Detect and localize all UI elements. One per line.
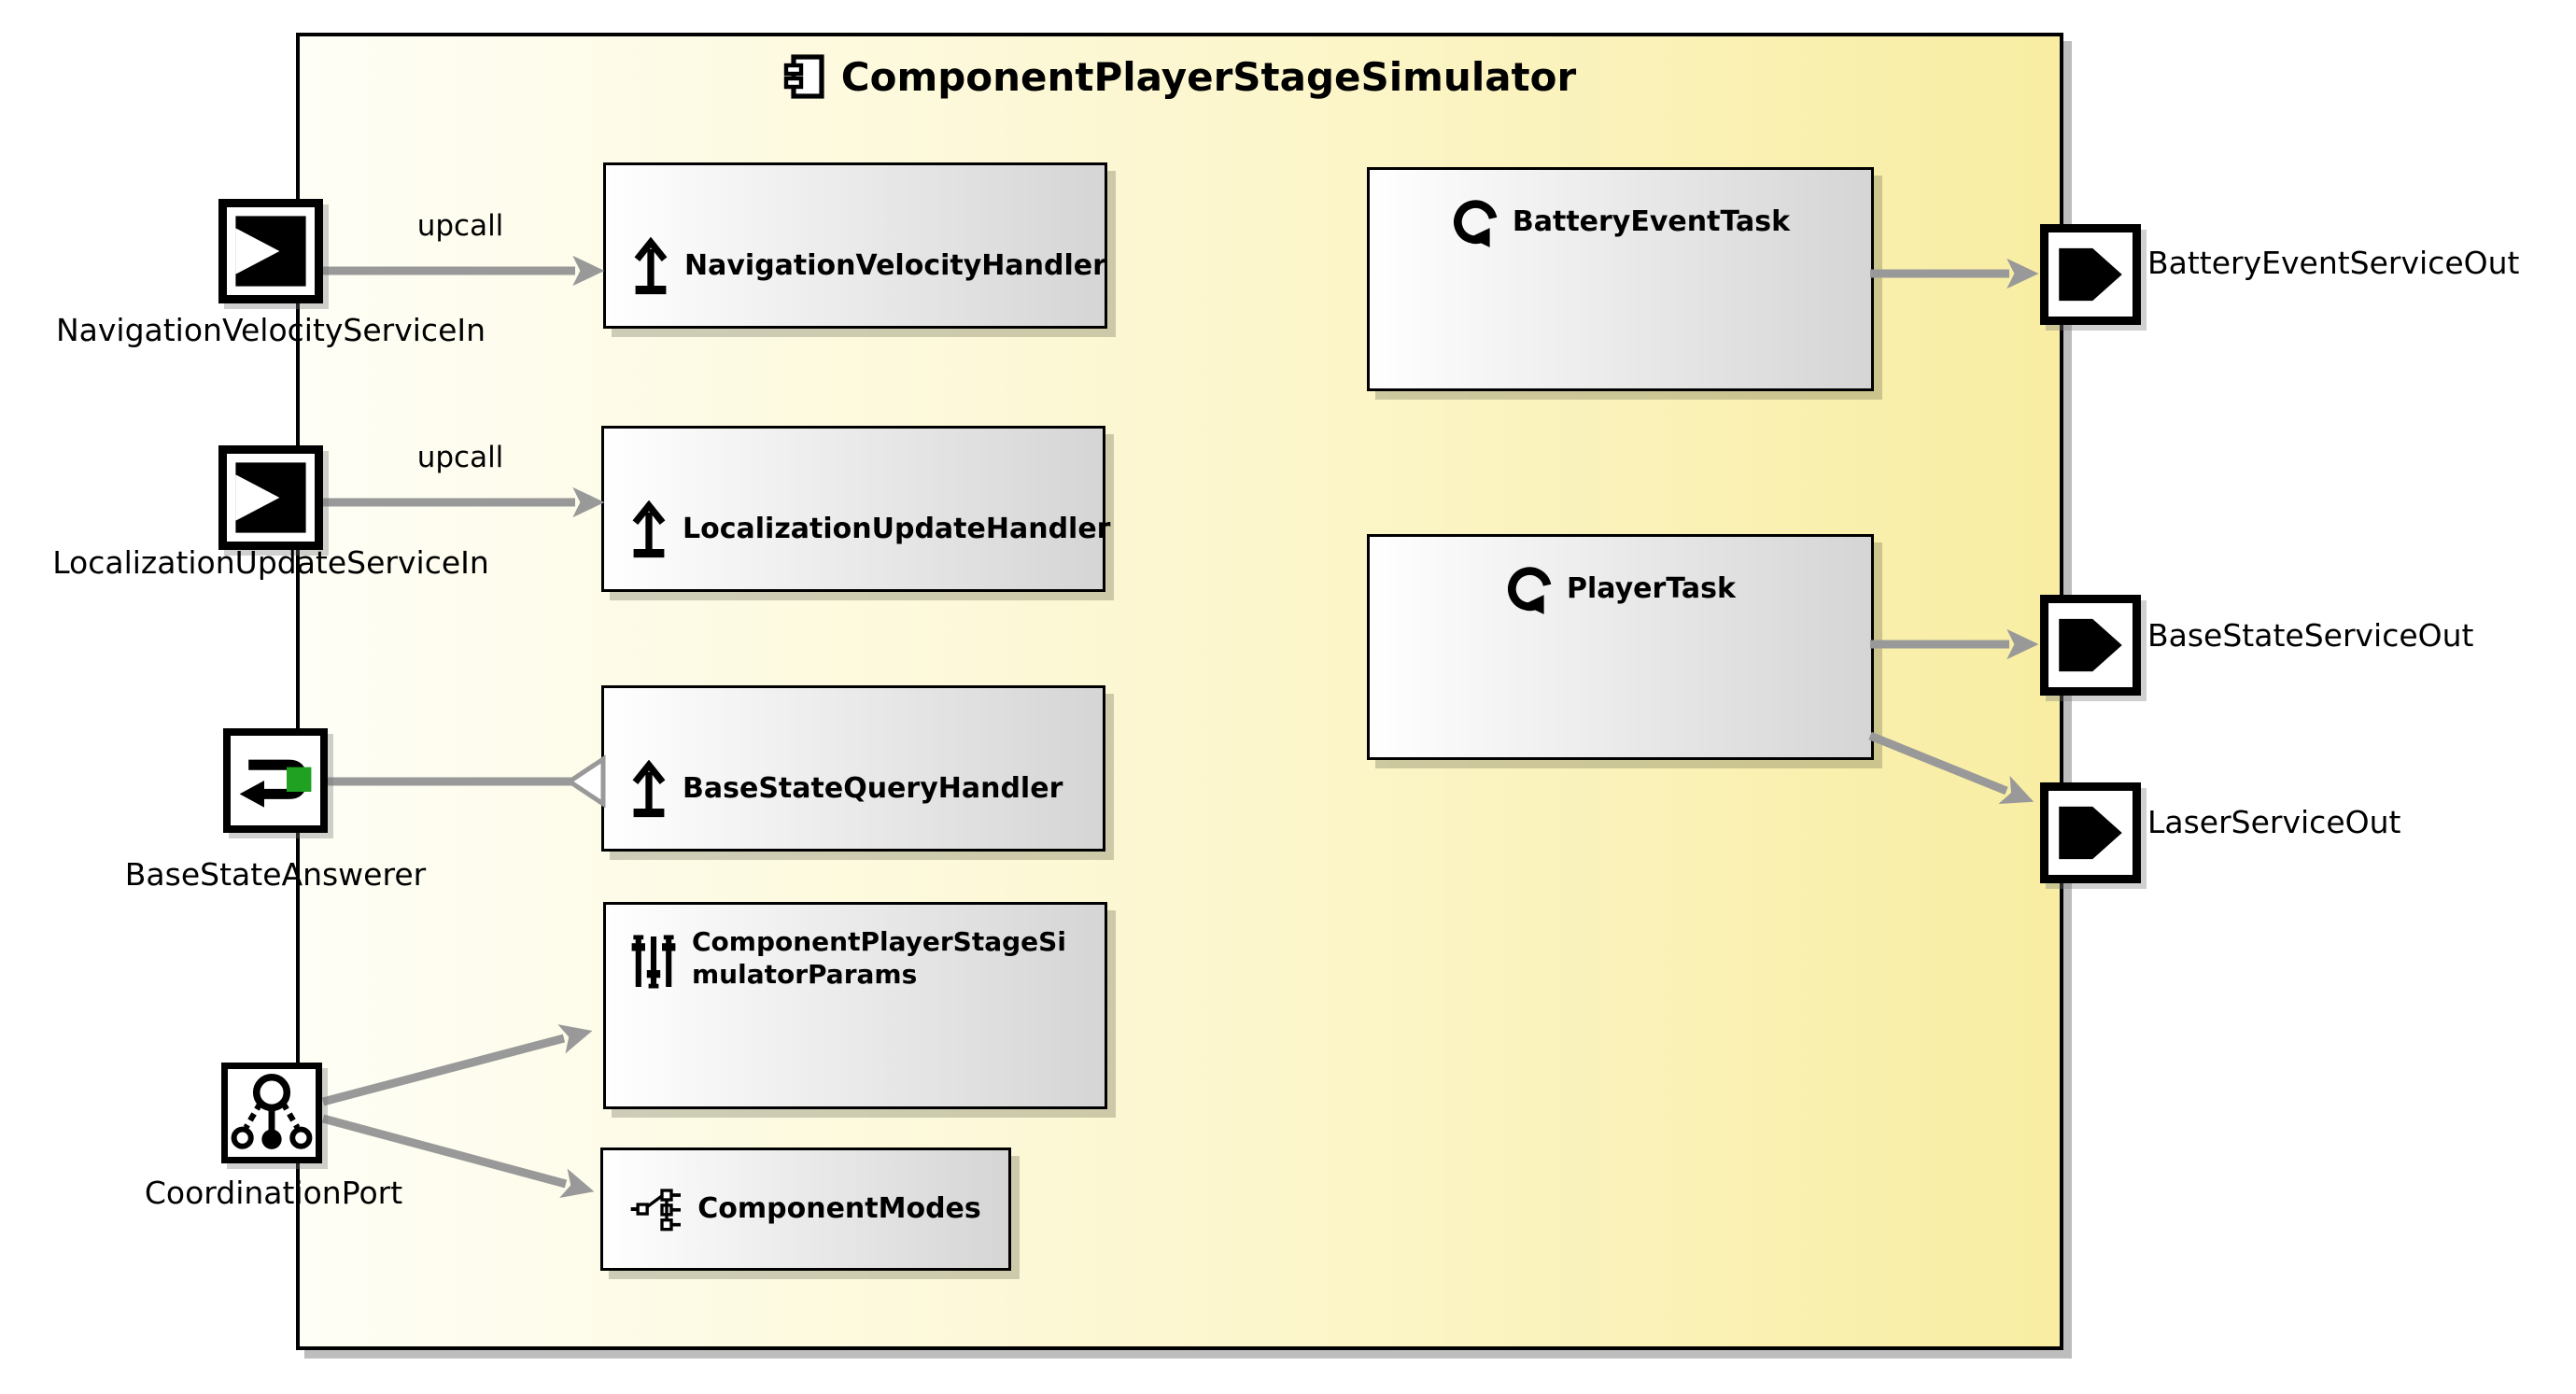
port-navigation-velocity-service-in[interactable] (218, 199, 323, 303)
port-base-state-answerer[interactable] (223, 728, 328, 833)
sliders-icon (631, 935, 676, 989)
handler-box-localization-update[interactable]: LocalizationUpdateHandler (601, 426, 1110, 592)
port-label: LocalizationUpdateServiceIn (52, 544, 489, 581)
port-label: LaserServiceOut (2147, 804, 2401, 840)
upcall-arrow-icon (634, 237, 668, 295)
output-port-icon (2059, 618, 2122, 672)
params-label: ComponentPlayerStageSimulatorParams (692, 926, 1066, 990)
component-boundary[interactable]: ComponentPlayerStageSimulator Navigation… (296, 33, 2063, 1350)
port-label: BaseStateServiceOut (2147, 617, 2474, 654)
modes-icon (630, 1189, 682, 1232)
task-box-player[interactable]: PlayerTask (1367, 534, 1874, 760)
handler-label: NavigationVelocityHandler (684, 249, 1106, 283)
modes-label: ComponentModes (697, 1192, 981, 1226)
connector-label-upcall: upcall (416, 209, 504, 243)
component-title-text: ComponentPlayerStageSimulator (840, 53, 1577, 100)
handler-box-navigation-velocity[interactable]: NavigationVelocityHandler (603, 162, 1107, 329)
port-base-state-service-out[interactable] (2040, 595, 2141, 696)
port-laser-service-out[interactable] (2040, 782, 2141, 883)
uml-component-icon (783, 54, 824, 99)
port-coordination[interactable] (221, 1063, 322, 1163)
port-label: CoordinationPort (144, 1175, 403, 1211)
handler-box-base-state-query[interactable]: BaseStateQueryHandler (601, 685, 1105, 852)
handler-label: LocalizationUpdateHandler (683, 513, 1111, 546)
port-label: BatteryEventServiceOut (2147, 245, 2520, 281)
component-title: ComponentPlayerStageSimulator (300, 53, 2060, 100)
port-localization-update-service-in[interactable] (218, 445, 323, 550)
task-box-battery-event[interactable]: BatteryEventTask (1367, 167, 1874, 391)
upcall-arrow-icon (632, 500, 666, 558)
output-port-icon (2059, 806, 2122, 860)
task-label: PlayerTask (1567, 572, 1736, 606)
task-label: BatteryEventTask (1512, 205, 1791, 239)
connector-label-upcall: upcall (416, 441, 504, 474)
handler-label: BaseStateQueryHandler (683, 772, 1063, 806)
params-box[interactable]: ComponentPlayerStageSimulatorParams (603, 902, 1107, 1109)
input-port-icon (235, 462, 306, 533)
upcall-arrow-icon (632, 760, 666, 818)
output-port-icon (2059, 247, 2122, 302)
coordination-port-icon (231, 1074, 313, 1149)
task-loop-icon (1508, 567, 1552, 614)
port-label: NavigationVelocityServiceIn (55, 312, 486, 348)
query-answer-port-icon (239, 759, 312, 808)
port-battery-event-service-out[interactable] (2040, 224, 2141, 325)
port-label: BaseStateAnswerer (124, 856, 427, 893)
task-loop-icon (1453, 200, 1498, 247)
input-port-icon (235, 216, 306, 287)
modes-box[interactable]: ComponentModes (600, 1148, 1011, 1271)
